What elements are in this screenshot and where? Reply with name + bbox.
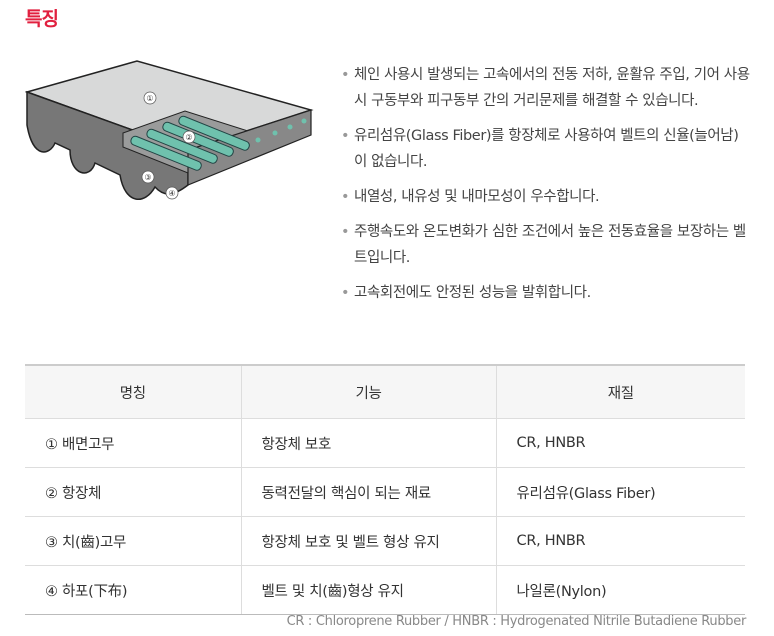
table-header-row: 명칭 기능 재질	[25, 364, 745, 419]
marker-1: ①	[146, 94, 153, 103]
table-row: ① 배면고무 항장체 보호 CR, HNBR	[25, 418, 745, 468]
cell-function: 벨트 및 치(齒)형상 유지	[240, 565, 496, 615]
feature-item: 체인 사용시 발생되는 고속에서의 전동 저하, 윤활유 주입, 기어 사용 시…	[340, 62, 750, 114]
table-row: ④ 하포(下布) 벨트 및 치(齒)형상 유지 나일론(Nylon)	[25, 565, 745, 615]
section-title: 특징	[25, 8, 59, 30]
feature-item: 고속회전에도 안정된 성능을 발휘합니다.	[340, 280, 750, 306]
header-function: 기능	[240, 364, 496, 419]
cell-name: ③ 치(齒)고무	[25, 516, 241, 566]
glass-fiber-cords	[130, 115, 250, 171]
cell-material: CR, HNBR	[495, 516, 745, 566]
cell-function: 동력전달의 핵심이 되는 재료	[240, 467, 496, 517]
cell-name: ② 항장체	[25, 467, 241, 517]
marker-4: ④	[168, 189, 175, 198]
feature-item: 내열성, 내유성 및 내마모성이 우수합니다.	[340, 184, 750, 210]
feature-list: 체인 사용시 발생되는 고속에서의 전동 저하, 윤활유 주입, 기어 사용 시…	[340, 62, 750, 315]
components-table: 명칭 기능 재질 ① 배면고무 항장체 보호 CR, HNBR ② 항장체 동력…	[25, 364, 745, 615]
cell-function: 항장체 보호 및 벨트 형상 유지	[240, 516, 496, 566]
table-row: ② 항장체 동력전달의 핵심이 되는 재료 유리섬유(Glass Fiber)	[25, 467, 745, 517]
header-name: 명칭	[25, 364, 241, 419]
abbreviation-note: CR : Chloroprene Rubber / HNBR : Hydroge…	[286, 614, 747, 629]
feature-item: 주행속도와 온도변화가 심한 조건에서 높은 전동효율을 보장하는 벨트입니다.	[340, 219, 750, 271]
feature-item: 유리섬유(Glass Fiber)를 항장체로 사용하여 벨트의 신율(늘어남)…	[340, 123, 750, 175]
cell-name: ④ 하포(下布)	[25, 565, 241, 615]
cell-material: 유리섬유(Glass Fiber)	[495, 467, 745, 517]
marker-2: ②	[185, 133, 192, 142]
cell-material: 나일론(Nylon)	[495, 565, 745, 615]
timing-belt-diagram: ① ② ③ ④	[25, 60, 314, 201]
marker-3: ③	[144, 173, 151, 182]
cell-material: CR, HNBR	[495, 418, 745, 468]
cell-name: ① 배면고무	[25, 418, 241, 468]
cell-function: 항장체 보호	[240, 418, 496, 468]
table-row: ③ 치(齒)고무 항장체 보호 및 벨트 형상 유지 CR, HNBR	[25, 516, 745, 566]
header-material: 재질	[495, 364, 745, 419]
